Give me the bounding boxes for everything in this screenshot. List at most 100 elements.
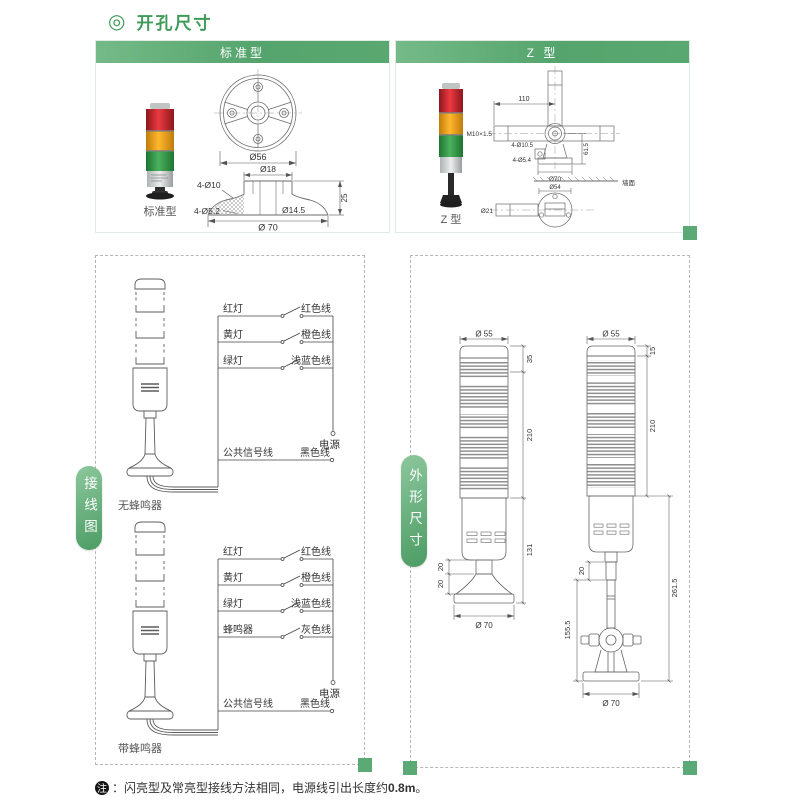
dim-z-thread: M10×1.5 (467, 131, 493, 138)
wire-label: 灰色线 (301, 623, 331, 636)
dim-z-holes-small: 4-Ø5.4 (513, 158, 532, 164)
wire-label: 浅蓝色线 (291, 597, 331, 610)
common-signal-label: 公共信号线 (223, 446, 273, 459)
z-main-dims: 110 M10×1.5 4-Ø10.5 4-Ø5.4 Ø70 61.5 (467, 96, 590, 183)
dim-z-holes-large: 4-Ø10.5 (511, 143, 533, 149)
switch-contacts (280, 314, 336, 463)
dimensions: Ø 55 35 210 131 20 20 Ø 70 (436, 330, 534, 631)
dim-holes-small: 4-Ø5.2 (194, 206, 220, 216)
note-badge: 注 (95, 780, 109, 795)
black-wire-label: 黑色线 (300, 697, 330, 710)
lamp-label: 红灯 (223, 545, 243, 558)
power-label: 电源 (319, 438, 340, 451)
standard-type-header: 标准型 (96, 41, 389, 63)
tower-outline (453, 345, 515, 604)
dim-cap-height: 35 (525, 355, 534, 363)
z-type-header: Z 型 (396, 41, 689, 63)
dim-base-diameter: Ø 70 (258, 223, 278, 233)
wire-label: 红色线 (301, 302, 331, 315)
wiring-diagram-tab: 接线图 (76, 466, 102, 550)
outline-dimensions-tab: 外形尺寸 (401, 455, 427, 567)
wire-label: 红色线 (301, 545, 331, 558)
dim-body-height: 131 (525, 544, 534, 557)
dim-cap-height: 15 (648, 347, 657, 355)
standard-type-drawing: 标准型 (144, 69, 349, 232)
dim-z-ring: Ø54 (549, 185, 561, 191)
label-wall: 墙面 (622, 178, 636, 187)
common-signal-label: 公共信号线 (223, 697, 273, 710)
standard-top-view-dim: Ø56 (219, 151, 297, 166)
with-buzzer-caption: 带蜂鸣器 (118, 741, 162, 755)
standard-photo-caption: 标准型 (144, 204, 177, 218)
dim-z-tube: Ø21 (481, 208, 494, 215)
dim-base-height: 25 (340, 193, 349, 202)
switch-contacts (280, 557, 336, 714)
dim-outer-diameter: Ø56 (249, 152, 266, 162)
standard-type-drawing-area: 标准型 (96, 63, 389, 232)
standard-top-view (214, 69, 302, 157)
z-lower-dims: 墙面 Ø54 Ø21 (481, 178, 636, 215)
wire-label: 橙色线 (301, 571, 331, 584)
outline-drawing-z: Ø 55 15 210 261.5 20 155.5 Ø 70 (563, 330, 679, 709)
standard-side-view: Ø18 4-Ø10 4-Ø5.2 Ø14.5 25 Ø 70 (194, 164, 349, 232)
dim-neck-height: 20 (436, 563, 445, 571)
dim-neck-height: 20 (577, 567, 586, 575)
dim-center-hole: Ø14.5 (282, 205, 305, 215)
z-lower-drawing (490, 176, 618, 228)
lamp-label: 绿灯 (223, 597, 243, 610)
z-tower-photo (439, 83, 463, 208)
double-circle-icon: ◎ (108, 10, 128, 33)
dim-hub-diameter: Ø18 (260, 164, 276, 174)
wiring-diagram-with-buzzer: 红灯 红色线 黄灯 橙色线 绿灯 浅蓝色线 蜂鸣器 灰色线 电源 公共信号线 黑… (118, 521, 340, 755)
lamp-label: 黄灯 (223, 328, 243, 341)
lamp-label: 红灯 (223, 302, 243, 315)
note-end: 。 (415, 781, 428, 795)
z-type-panel: Z 型 (395, 40, 690, 233)
lamp-label: 黄灯 (223, 571, 243, 584)
dim-flare-height: 20 (436, 580, 445, 588)
page-title-text: 开孔尺寸 (136, 14, 213, 33)
dim-holes-large: 4-Ø10 (197, 180, 221, 190)
wires (217, 306, 334, 487)
tower-outline (580, 345, 642, 682)
z-photo-caption: Z 型 (441, 212, 462, 226)
dim-top-diameter: Ø 55 (602, 330, 620, 339)
green-corner-square (683, 226, 697, 240)
no-buzzer-caption: 无蜂鸣器 (118, 498, 162, 512)
dim-base-diameter: Ø 70 (475, 621, 493, 630)
power-label: 电源 (319, 687, 340, 700)
dim-z-base: Ø70 (549, 176, 562, 183)
lens-stripes (460, 362, 508, 490)
dim-total-height: 261.5 (670, 579, 679, 598)
z-type-drawing: Z 型 110 (439, 66, 636, 228)
lamp-label: 绿灯 (223, 354, 243, 367)
footer-note: 注 ： 闪亮型及常亮型接线方法相同，电源线引出长度约 0.8m 。 (95, 779, 427, 796)
dim-z-span: 110 (518, 96, 529, 103)
standard-tower-photo (146, 103, 174, 200)
outline-dimensions-panel: Ø 55 35 210 131 20 20 Ø 70 (403, 255, 697, 775)
green-corner-square (683, 761, 697, 775)
black-wire-label: 黑色线 (300, 446, 330, 459)
dimensions: Ø 55 15 210 261.5 20 155.5 Ø 70 (563, 330, 679, 709)
dim-stack-height: 210 (525, 429, 534, 442)
wiring-diagram-panel: 红灯 红色线 黄灯 橙色线 绿灯 浅蓝色线 电源 公共信号线 黑色线 无蜂鸣器 (95, 255, 372, 772)
dim-z-height: 61.5 (584, 143, 590, 155)
wires (217, 549, 334, 730)
drilling-dimensions-section: 标准型 (95, 40, 697, 240)
note-bold-value: 0.8m (388, 780, 416, 795)
dim-lower-height: 155.5 (563, 621, 572, 640)
dim-base-diameter: Ø 70 (602, 699, 620, 708)
dim-top-diameter: Ø 55 (475, 330, 493, 339)
page-title: ◎ 开孔尺寸 (108, 9, 212, 34)
green-corner-square (403, 761, 417, 775)
wire-label: 浅蓝色线 (291, 354, 331, 367)
note-sep: ： (112, 781, 125, 795)
tower-outline (126, 521, 218, 736)
buzzer-label: 蜂鸣器 (223, 623, 253, 636)
dim-stack-height: 210 (648, 420, 657, 433)
z-type-drawing-area: Z 型 110 (396, 63, 689, 232)
tower-outline (126, 278, 218, 493)
standard-type-panel: 标准型 (95, 40, 390, 233)
note-text: 闪亮型及常亮型接线方法相同，电源线引出长度约 (124, 781, 389, 795)
